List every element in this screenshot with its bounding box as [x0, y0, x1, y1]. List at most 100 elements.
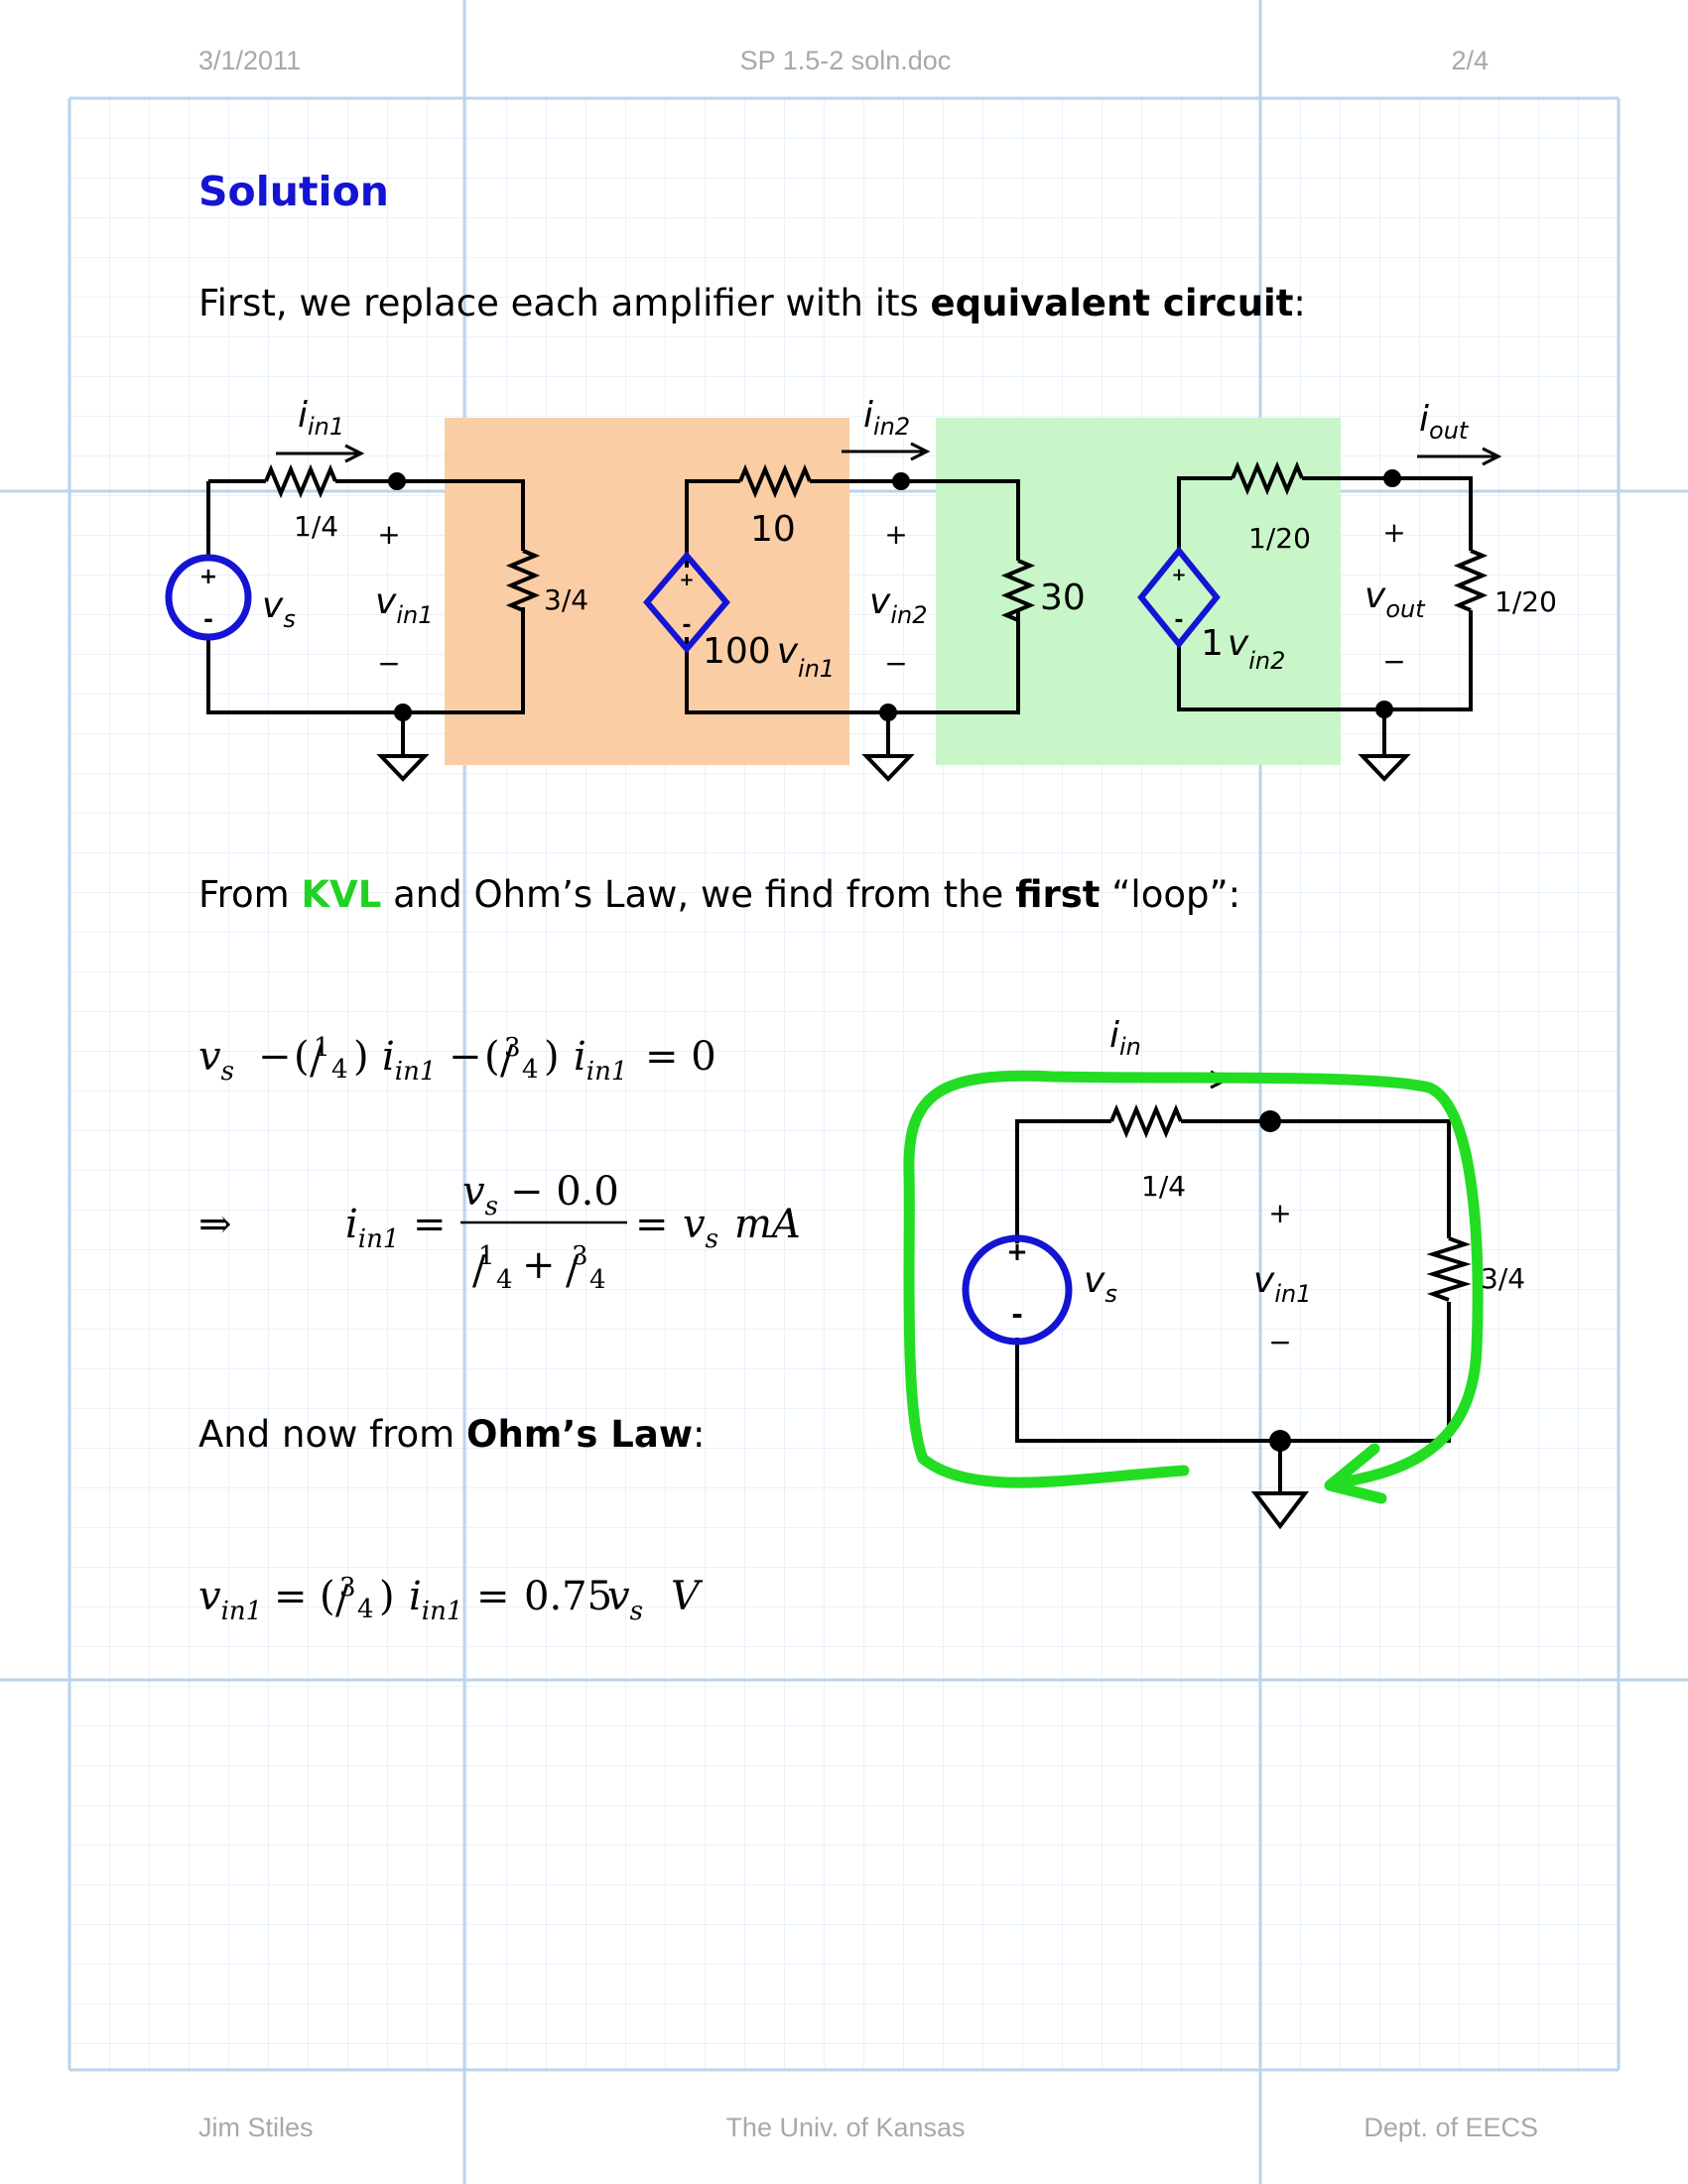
- svg-text:/: /: [500, 1038, 514, 1084]
- loop-label-r-in: 3/4: [1481, 1262, 1525, 1295]
- svg-text:4: 4: [496, 1265, 513, 1295]
- header-date: 3/1/2011: [198, 46, 301, 75]
- eq1-result: = 0: [645, 1034, 716, 1080]
- svg-text:1: 1: [478, 1241, 495, 1271]
- implies-symbol: ⇒: [198, 1202, 232, 1247]
- svg-text:-: -: [1011, 1298, 1023, 1331]
- svg-text:+: +: [377, 518, 400, 551]
- svg-text:−: −: [1382, 645, 1405, 678]
- header-filename: SP 1.5-2 soln.doc: [740, 46, 952, 75]
- label-r-in1: 3/4: [544, 583, 588, 616]
- label-v-in1: vin1: [375, 581, 433, 629]
- section-title: Solution: [198, 168, 389, 215]
- footer-department: Dept. of EECS: [1363, 2113, 1538, 2142]
- label-i-in2: iin2: [863, 395, 910, 441]
- first-loop-circuit-diagram: + - iin 1/4 vs + vin1 − 3/4: [903, 1015, 1525, 1530]
- svg-text:3: 3: [572, 1241, 588, 1271]
- eq3-value: 0.75: [524, 1574, 612, 1619]
- kvl-paragraph: From KVL and Ohm’s Law, we find from the…: [198, 873, 1240, 916]
- svg-text:vs: vs: [683, 1202, 718, 1254]
- eq2-unit: mA: [734, 1202, 801, 1247]
- label-r-load: 1/20: [1494, 585, 1557, 618]
- intro-paragraph: First, we replace each amplifier with it…: [198, 282, 1306, 324]
- equation-voltage: vin1 = ( 3 / 4 ) iin1 = 0.75 vs V: [198, 1573, 704, 1626]
- svg-text:=: =: [413, 1202, 447, 1247]
- label-r-source: 1/4: [294, 510, 338, 543]
- svg-text:): ): [379, 1574, 395, 1619]
- svg-text:4: 4: [357, 1595, 374, 1624]
- resistor-r-source: [264, 463, 337, 499]
- svg-text:4: 4: [331, 1055, 348, 1085]
- svg-text:/: /: [310, 1038, 324, 1084]
- svg-text:−: −: [449, 1034, 482, 1080]
- resistor-r-out2: [1231, 460, 1304, 496]
- resistor-r-out1: [738, 463, 812, 499]
- loop-label-r-source: 1/4: [1141, 1170, 1186, 1203]
- loop-resistor-r-in: [1426, 1236, 1472, 1302]
- svg-text:−: −: [1268, 1326, 1291, 1358]
- label-r-out2: 1/20: [1248, 522, 1311, 555]
- svg-text:+: +: [1382, 516, 1405, 549]
- label-v-out: vout: [1364, 576, 1426, 623]
- resistor-r-load: [1453, 549, 1489, 612]
- svg-text:/: /: [566, 1248, 580, 1294]
- dependent-source-2: [1137, 546, 1221, 649]
- loop-resistor-r-source: [1109, 1103, 1183, 1139]
- svg-text:iin1: iin1: [574, 1034, 627, 1087]
- svg-text:4: 4: [589, 1265, 606, 1295]
- svg-text:(: (: [484, 1034, 500, 1080]
- loop-voltage-source: [962, 1234, 1073, 1346]
- loop-label-vs: vs: [1084, 1260, 1117, 1308]
- equivalent-circuit-diagram: + - + - + - iin1 1/4 vs +: [165, 395, 1557, 782]
- svg-text:−: −: [258, 1034, 292, 1080]
- label-vs: vs: [262, 585, 296, 633]
- svg-text:3: 3: [339, 1573, 356, 1603]
- svg-text:-: -: [203, 605, 213, 633]
- svg-text:−: −: [377, 647, 400, 680]
- svg-text:+: +: [679, 570, 694, 590]
- svg-text:/: /: [472, 1248, 486, 1294]
- svg-text:+: +: [1006, 1237, 1028, 1267]
- svg-text:-: -: [682, 613, 691, 638]
- svg-text:3: 3: [504, 1033, 521, 1063]
- svg-text:(: (: [320, 1574, 335, 1619]
- svg-text:/: /: [335, 1578, 349, 1623]
- footer-author: Jim Stiles: [198, 2113, 314, 2142]
- svg-text:iin1: iin1: [382, 1034, 436, 1087]
- resistor-r-in2: [1000, 559, 1036, 622]
- dependent-source-1: [643, 551, 730, 654]
- header-page-number: 2/4: [1451, 46, 1489, 75]
- svg-text:=: =: [274, 1574, 308, 1619]
- loop-label-v-in1: vin1: [1253, 1260, 1311, 1308]
- eq2-numerator-const: − 0.0: [510, 1169, 619, 1215]
- svg-text:): ): [544, 1034, 560, 1080]
- label-r-out1: 10: [750, 509, 796, 550]
- equation-kvl: vs − ( 1 / 4 ) iin1 − ( 3 / 4 ) iin1 = 0: [198, 1033, 716, 1087]
- svg-text:+: +: [522, 1242, 556, 1288]
- svg-text:4: 4: [522, 1055, 539, 1085]
- svg-text:+: +: [1171, 565, 1186, 585]
- ohm-paragraph: And now from Ohm’s Law:: [198, 1413, 706, 1456]
- loop-label-i-in: iin: [1109, 1015, 1141, 1061]
- svg-text:-: -: [1174, 608, 1183, 633]
- kvl-loop-arrow: [903, 1070, 1484, 1489]
- footer-university: The Univ. of Kansas: [725, 2113, 965, 2142]
- label-i-out: iout: [1419, 399, 1470, 445]
- svg-text:=: =: [476, 1574, 510, 1619]
- svg-text:=: =: [635, 1202, 669, 1247]
- svg-text:(: (: [294, 1034, 310, 1080]
- eq3-unit: V: [671, 1574, 704, 1619]
- label-i-in1: iin1: [298, 395, 344, 441]
- svg-text:+: +: [199, 565, 217, 589]
- svg-text:−: −: [884, 647, 907, 680]
- label-v-in2: vin2: [869, 581, 927, 629]
- svg-text:1: 1: [314, 1033, 330, 1063]
- svg-text:+: +: [1268, 1197, 1291, 1229]
- resistor-r-in1: [505, 549, 541, 612]
- svg-text:): ): [353, 1034, 369, 1080]
- voltage-source-vs: [165, 554, 252, 641]
- label-r-in2: 30: [1040, 578, 1086, 618]
- svg-text:+: +: [884, 518, 907, 551]
